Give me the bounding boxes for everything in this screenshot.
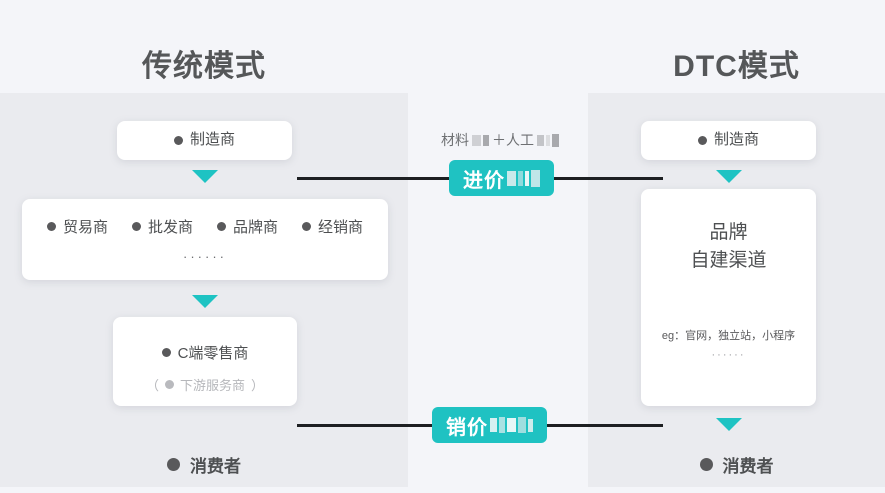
distributor-label: 贸易商 [62,219,108,236]
arrow-down-icon [716,418,742,431]
bullet-dot-icon [161,348,171,357]
manufacturer-left-row: 制造商 [173,129,235,152]
mosaic-censored-icon [490,417,533,433]
mosaic-censored-icon [507,169,540,187]
distributor-label: 品牌商 [233,219,279,236]
list-item: 品牌商 [217,216,278,237]
badge-purchase-label: 进价 [463,169,505,192]
retailer-label: C端零售商 [177,345,249,362]
badge-purchase-price[interactable]: 进价 [449,160,554,196]
consumer-left-label: 消费者 [190,457,241,476]
distributor-label: 经销商 [318,219,364,236]
retailer-main: C端零售商 [113,342,297,363]
bullet-dot-icon [164,380,174,389]
bullet-dot-icon [167,458,180,471]
brand-examples: eg：官网，独立站，小程序 [661,330,796,342]
brand-line-2: 自建渠道 [690,249,767,271]
bullet-dot-icon [131,222,141,231]
card-retailer[interactable]: C端零售商 （ 下游服务商 ） [113,317,297,406]
brand-examples-ellipsis: ······ [711,349,746,361]
manufacturer-right-label: 制造商 [713,131,759,149]
manufacturer-left-label: 制造商 [189,131,235,149]
retailer-sub-suffix: ） [251,378,265,393]
bullet-dot-icon [46,222,56,231]
consumer-right-label: 消费者 [722,457,774,476]
cost-caption-material: 材料 [441,132,469,148]
title-dtc: DTC模式 [673,50,800,83]
title-traditional: 传统模式 [142,50,266,83]
arrow-down-icon [192,170,218,183]
card-distributors[interactable]: 贸易商 批发商 品牌商 经销商 ······ [22,199,388,280]
arrow-down-icon [192,295,218,308]
arrow-down-icon [716,170,742,183]
bullet-dot-icon [217,222,226,231]
card-manufacturer-left[interactable]: 制造商 [117,121,292,160]
list-item: 批发商 [131,216,193,237]
retailer-sub-row: （ 下游服务商 ） [113,375,297,394]
card-brand-channel[interactable]: 品牌 自建渠道 eg：官网，独立站，小程序 ······ [641,189,816,406]
distributor-ellipsis: ······ [183,249,227,264]
card-manufacturer-right-content: 制造商 [641,121,816,160]
cost-caption-labor: ＋人工 [492,132,534,148]
distributor-label: 批发商 [147,219,193,236]
bullet-dot-icon [173,136,183,145]
brand-line-1: 品牌 [709,222,748,243]
retailer-sub-label: 下游服务商 [179,378,245,393]
card-manufacturer-right[interactable]: 制造商 [641,121,816,160]
card-manufacturer-left-content: 制造商 [117,121,292,160]
list-item: 经销商 [302,216,363,237]
badge-sale-price[interactable]: 销价 [432,407,547,443]
mosaic-censored-icon [537,133,559,147]
bullet-dot-icon [302,222,312,231]
cost-caption: 材料 ＋人工 [410,130,590,150]
badge-sale-label: 销价 [446,416,488,439]
distributor-list: 贸易商 批发商 品牌商 经销商 [22,216,388,237]
brand-title: 品牌 自建渠道 [641,219,816,274]
list-item: 贸易商 [46,216,108,237]
retailer-sub-prefix: （ [145,378,159,393]
retailer-row: C端零售商 [161,342,249,363]
mosaic-censored-icon [472,134,489,146]
manufacturer-right-row: 制造商 [697,129,759,152]
bullet-dot-icon [699,458,713,471]
consumer-right: 消费者 [588,452,885,477]
bullet-dot-icon [697,136,707,145]
consumer-left: 消费者 [0,452,408,477]
